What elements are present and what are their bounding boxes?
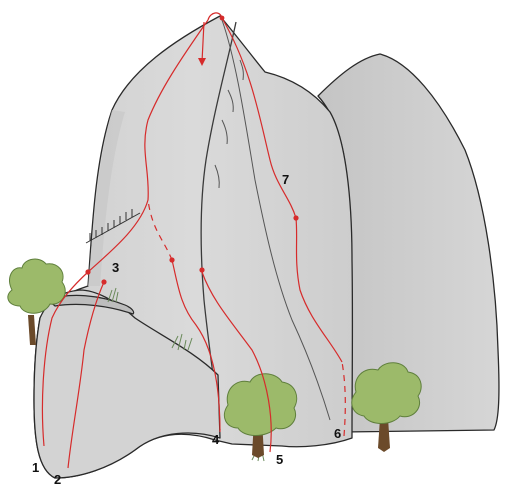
- route-number-6[interactable]: 6: [334, 426, 341, 441]
- route-number-7[interactable]: 7: [282, 172, 289, 187]
- route-line-5[interactable]: [201, 271, 272, 453]
- rock-ridge: [221, 19, 331, 421]
- rock-crack: [200, 21, 237, 431]
- tree-left: [7, 258, 66, 345]
- anchor-points: [85, 15, 299, 285]
- route-line-4[interactable]: [171, 259, 221, 433]
- route-line-7[interactable]: [221, 17, 297, 219]
- rock-shadow-left: [88, 110, 125, 286]
- anchor-point: [169, 257, 175, 263]
- rock-texture: [214, 59, 244, 189]
- route-line-2[interactable]: [67, 281, 105, 469]
- tree-middle: [223, 373, 298, 458]
- route-number-3[interactable]: 3: [112, 260, 119, 275]
- route-number-5[interactable]: 5: [276, 452, 283, 467]
- overhang-hatching: [85, 209, 141, 244]
- route-number-2[interactable]: 2: [54, 472, 61, 486]
- route-number-4[interactable]: 4: [212, 432, 220, 447]
- ledge-top: [46, 294, 135, 315]
- anchor-point: [293, 215, 299, 221]
- lower-boulder: [33, 289, 221, 479]
- route-number-1[interactable]: 1: [32, 460, 39, 475]
- route-line-1[interactable]: [41, 271, 89, 447]
- anchor-point: [85, 269, 91, 275]
- anchor-point: [199, 267, 205, 273]
- descent-arrow-icon: [198, 58, 206, 66]
- route-line-6[interactable]: [295, 217, 343, 363]
- route-line-3[interactable]: [87, 19, 209, 273]
- tree-right: [351, 362, 422, 452]
- anchor-point: [101, 279, 107, 285]
- anchor-point: [219, 15, 225, 21]
- routes: [41, 12, 346, 469]
- route-line-4-dashed: [147, 199, 173, 261]
- route-line-6-dashed: [341, 361, 346, 437]
